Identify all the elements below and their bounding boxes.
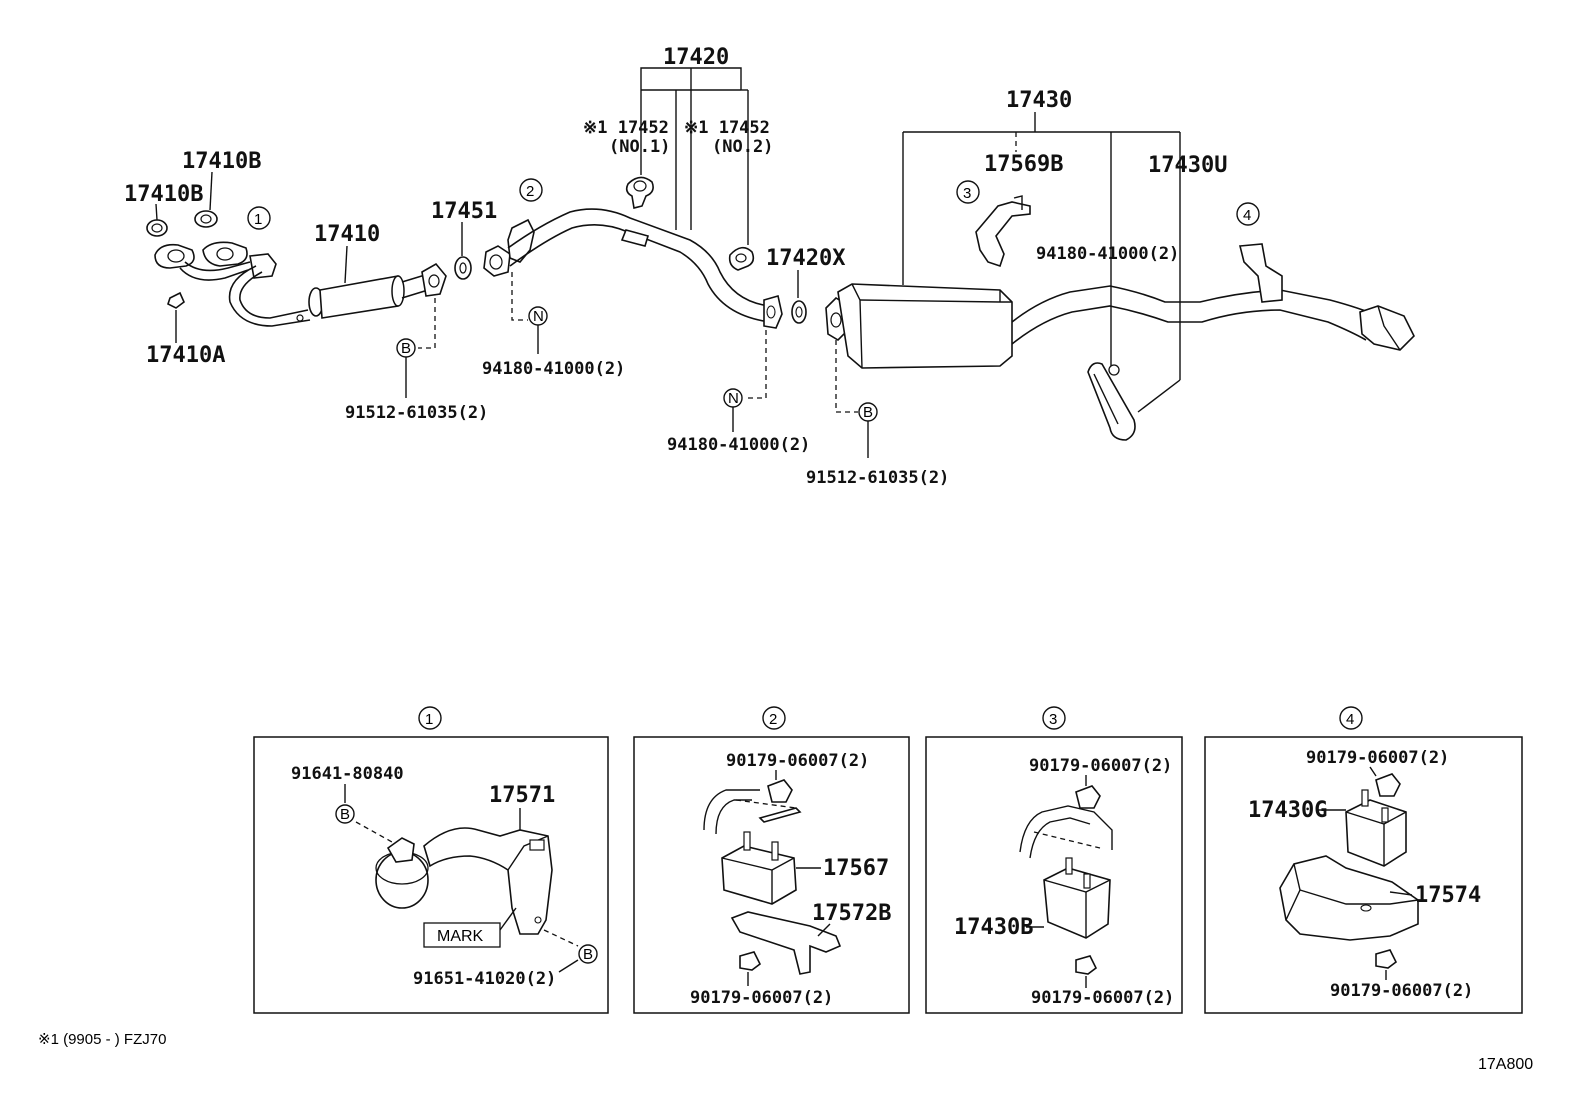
clamp-17452-no2 — [728, 246, 755, 271]
detail-3-drawing — [1019, 785, 1113, 975]
footnote: ※1 (9905 - ) FZJ70 — [38, 1031, 166, 1048]
svg-text:3: 3 — [963, 185, 971, 202]
svg-text:B: B — [583, 946, 593, 963]
label-17410B-b: 17410B — [124, 182, 203, 207]
front-pipe-17410 — [154, 241, 447, 327]
detail-box-4 — [1204, 736, 1523, 1014]
detail-4-drawing — [1279, 773, 1419, 969]
svg-text:B: B — [863, 404, 873, 421]
label-90179-06007-3t: 90179-06007(2) — [1029, 756, 1172, 776]
label-94180-41000-b: 94180-41000(2) — [667, 435, 810, 455]
detail-box-3 — [925, 736, 1183, 1014]
bracket-4-main — [1238, 243, 1283, 303]
callout-b-d1-bottom: B — [578, 944, 598, 964]
label-17410: 17410 — [314, 222, 380, 247]
label-17571: 17571 — [489, 783, 555, 808]
detail-2-header: 2 — [762, 706, 786, 730]
svg-text:2: 2 — [769, 711, 777, 728]
callout-n-2: N — [723, 388, 743, 408]
center-pipe-17420 — [483, 208, 783, 329]
label-17452-no1: ※1 17452 — [583, 118, 669, 138]
label-17420X: 17420X — [766, 246, 845, 271]
svg-text:2: 2 — [526, 183, 534, 200]
svg-text:N: N — [728, 390, 739, 407]
label-90179-06007-2b: 90179-06007(2) — [690, 988, 833, 1008]
detail-box-1 — [253, 736, 609, 1014]
callout-n-1: N — [528, 306, 548, 326]
svg-text:B: B — [340, 806, 350, 823]
label-17420: 17420 — [663, 45, 729, 70]
label-17452-no2-sub: (NO.2) — [712, 137, 773, 157]
detail-2-drawing — [703, 779, 842, 975]
callout-4-main: 4 — [1236, 202, 1260, 226]
clamp-17452-no1 — [625, 176, 654, 209]
svg-text:4: 4 — [1346, 711, 1354, 728]
label-94180-41000-a: 94180-41000(2) — [482, 359, 625, 379]
label-17430B: 17430B — [954, 915, 1033, 940]
label-17430G: 17430G — [1248, 798, 1327, 823]
label-17451: 17451 — [431, 199, 497, 224]
callout-b-2: B — [858, 402, 878, 422]
diagram-id: 17A800 — [1478, 1056, 1533, 1073]
mark-label: MARK — [437, 928, 484, 945]
label-17574: 17574 — [1415, 883, 1481, 908]
detail-3-header: 3 — [1042, 706, 1066, 730]
label-17410B-a: 17410B — [182, 149, 261, 174]
label-17567: 17567 — [823, 856, 889, 881]
label-17430: 17430 — [1006, 88, 1072, 113]
muffler-17430 — [825, 283, 1415, 369]
label-17569B: 17569B — [984, 152, 1063, 177]
svg-text:3: 3 — [1049, 711, 1057, 728]
label-90179-06007-4b: 90179-06007(2) — [1330, 981, 1473, 1001]
svg-text:N: N — [533, 308, 544, 325]
label-94180-41000-c: 94180-41000(2) — [1036, 244, 1179, 264]
svg-text:1: 1 — [425, 711, 433, 728]
detail-box-2 — [633, 736, 910, 1014]
callout-2-main: 2 — [519, 178, 543, 202]
label-17430U: 17430U — [1148, 153, 1227, 178]
label-group-17420: 17420 — [640, 45, 749, 245]
svg-text:B: B — [401, 340, 411, 357]
detail-1-header: 1 — [418, 706, 442, 730]
bracket-17430 — [902, 112, 1181, 413]
label-17572B: 17572B — [812, 901, 891, 926]
label-90179-06007-4t: 90179-06007(2) — [1306, 748, 1449, 768]
nut-17410A — [167, 291, 185, 309]
detail-4-header: 4 — [1339, 706, 1363, 730]
callout-1-main: 1 — [247, 206, 271, 230]
svg-text:1: 1 — [254, 211, 262, 228]
svg-text:4: 4 — [1243, 207, 1251, 224]
clamp-17571-drawing — [375, 827, 553, 935]
label-91651-41020: 91651-41020(2) — [413, 969, 556, 989]
callout-b-d1-top: B — [335, 804, 355, 824]
label-90179-06007-3b: 90179-06007(2) — [1031, 988, 1174, 1008]
label-17452-no2: ※1 17452 — [684, 118, 770, 138]
callout-b-1: B — [396, 338, 416, 358]
label-17410A: 17410A — [146, 343, 225, 368]
label-90179-06007-2t: 90179-06007(2) — [726, 751, 869, 771]
callout-3-main: 3 — [956, 180, 980, 204]
hanger-17430U — [1087, 362, 1136, 441]
label-17452-no1-sub: (NO.1) — [609, 137, 670, 157]
mark-label-box — [423, 922, 501, 948]
label-91512-61035-a: 91512-61035(2) — [345, 403, 488, 423]
label-91641-80840: 91641-80840 — [291, 764, 404, 784]
label-91512-61035-b: 91512-61035(2) — [806, 468, 949, 488]
bracket-17569B — [975, 195, 1031, 268]
